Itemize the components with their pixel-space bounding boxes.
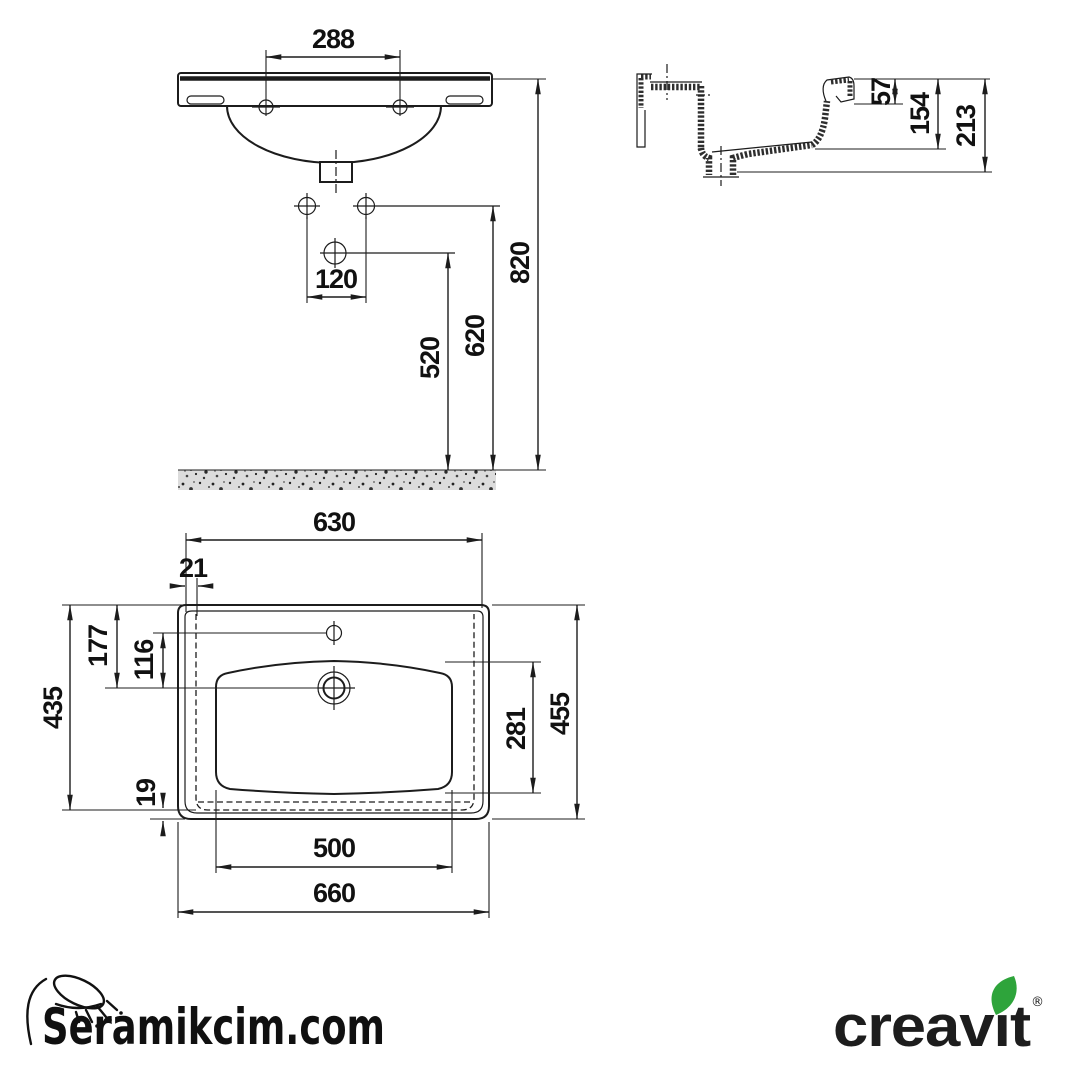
front-drain-hole [320, 238, 455, 268]
plan-left-extensions [62, 604, 327, 820]
dim-plan-bottom: 500 660 [177, 790, 490, 918]
floor-section [178, 469, 546, 490]
dim-label-455: 455 [545, 692, 575, 735]
plan-bowl-outline [215, 659, 453, 796]
leaf-icon [991, 976, 1017, 1015]
dim-label-213: 213 [951, 104, 981, 147]
dim-label-116: 116 [129, 639, 159, 681]
seramikcim-logo: Seramikcim.com [26, 974, 385, 1056]
plan-outer-rim [177, 604, 490, 820]
plan-drain-hole [317, 666, 355, 710]
front-basin-outline [177, 72, 493, 107]
dim-label-177: 177 [83, 625, 113, 667]
floor-hatch [178, 470, 496, 490]
dim-label-154: 154 [905, 92, 935, 135]
dim-label-820: 820 [505, 242, 535, 284]
plan-faucet-hole [325, 621, 343, 645]
shower-icon [26, 974, 123, 1046]
plan-inner-rim [184, 610, 484, 814]
wall-bracket-profile [636, 73, 652, 148]
front-view-drawing: 288 120 520 6 [177, 24, 546, 490]
dim-label-288: 288 [312, 24, 355, 54]
dim-plan-top: 630 21 [169, 507, 483, 616]
dim-label-630: 630 [313, 507, 355, 537]
dim-label-620: 620 [460, 315, 490, 357]
dim-plan-left: 435 177 116 19 [38, 604, 166, 837]
plan-view-drawing: 435 177 116 19 630 21 281 [38, 507, 585, 918]
registered-trademark: ® [1031, 995, 1044, 1010]
wall-fixing-holes [294, 193, 500, 219]
dim-label-281: 281 [501, 707, 531, 750]
creavit-logo: creavıt ® [833, 976, 1044, 1059]
side-section-view: 57 154 213 [636, 64, 992, 186]
dim-label-500: 500 [313, 833, 355, 863]
front-bowl-curve [226, 105, 442, 164]
plan-hidden-rim [195, 614, 475, 811]
dim-label-520: 520 [415, 337, 445, 379]
dim-plan-right: 281 455 [445, 604, 585, 820]
dim-label-120: 120 [315, 264, 357, 294]
front-right-notch [445, 95, 484, 105]
dim-heights: 520 620 820 [415, 78, 546, 471]
seramikcim-wordmark: Seramikcim.com [42, 998, 385, 1056]
ceramic-section [650, 76, 855, 178]
dim-side-depths: 57 154 213 [737, 78, 992, 173]
dim-label-57: 57 [866, 78, 896, 106]
dim-fixing-spacing: 120 [306, 217, 367, 303]
dim-label-435: 435 [38, 686, 68, 729]
dim-faucet-spacing: 288 [265, 24, 401, 116]
dim-label-21: 21 [179, 553, 208, 583]
front-left-notch [186, 95, 225, 105]
dim-label-660: 660 [313, 878, 355, 908]
dim-label-19: 19 [131, 778, 161, 807]
